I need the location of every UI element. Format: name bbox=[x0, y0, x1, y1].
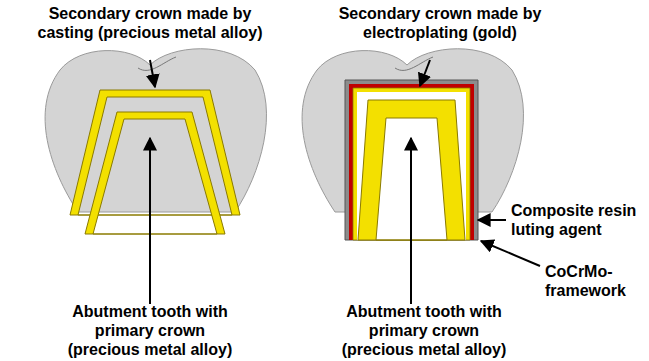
right-tooth bbox=[302, 49, 540, 304]
tooth-label: Abutment tooth with primary crown (preci… bbox=[334, 302, 514, 359]
layer-label: Composite resin luting agent bbox=[511, 201, 646, 239]
tooth-label: Abutment tooth with primary crown (preci… bbox=[60, 302, 240, 359]
left-tooth bbox=[45, 49, 266, 304]
crown-label: Secondary crown made by casting (preciou… bbox=[28, 4, 273, 42]
crown-label: Secondary crown made by electroplating (… bbox=[318, 4, 563, 42]
layer-label: CoCrMo-framework bbox=[545, 262, 637, 300]
